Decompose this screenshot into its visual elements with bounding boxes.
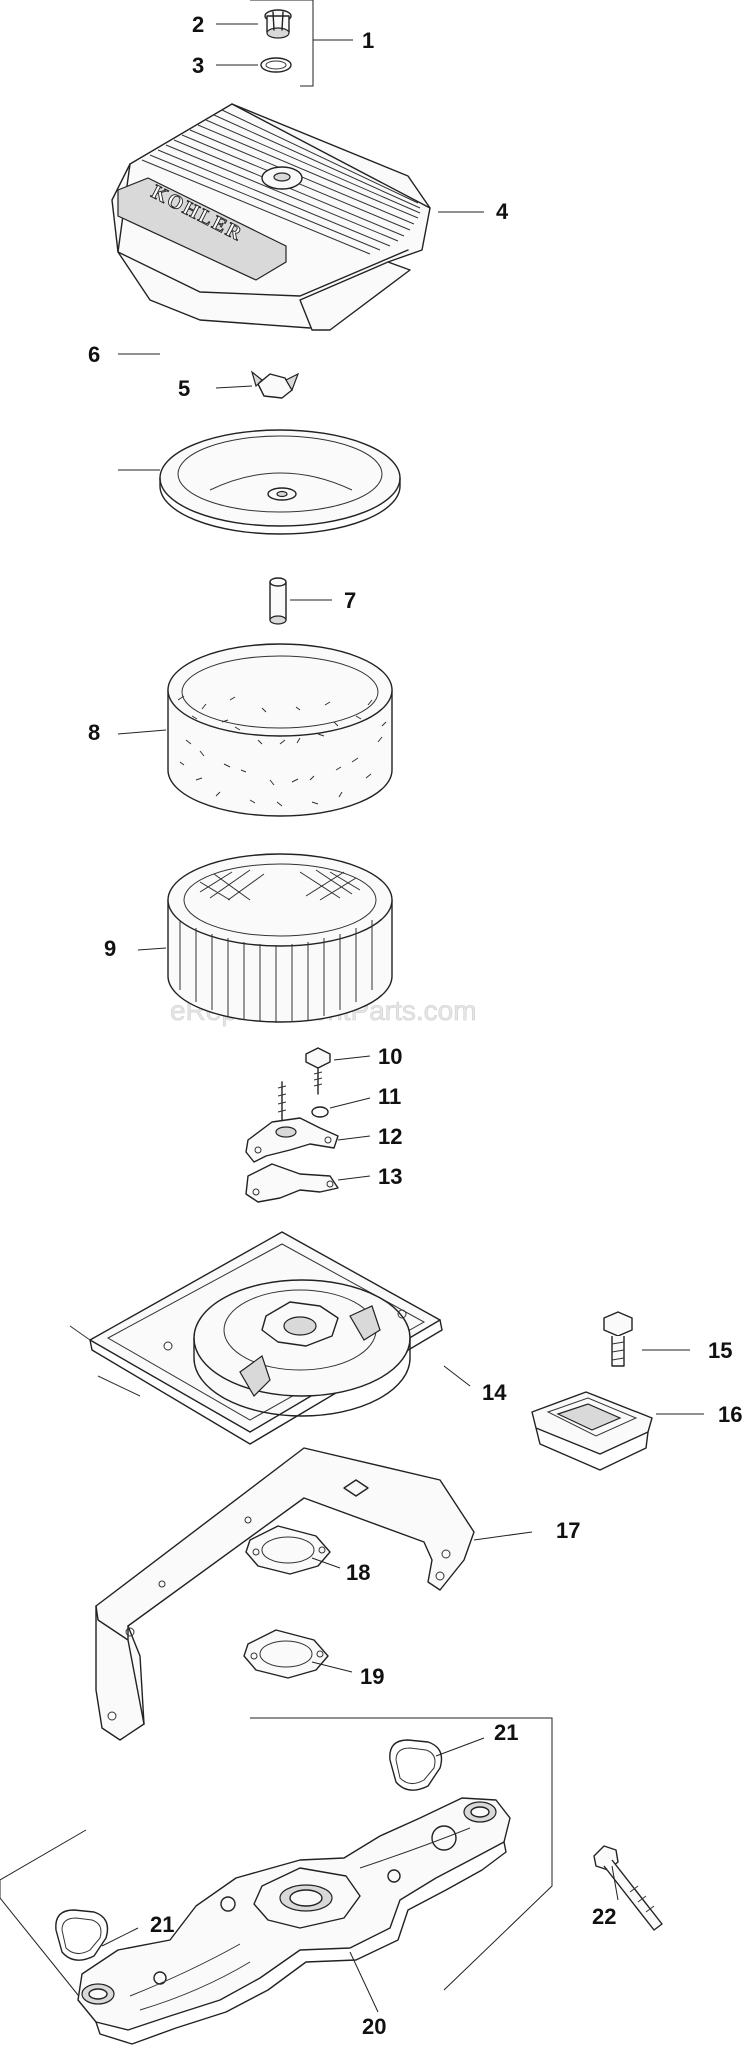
- callout-11: 11: [378, 1084, 401, 1109]
- callout-9: 9: [104, 936, 116, 961]
- leader-lines: [101, 23, 704, 2013]
- callout-7: 7: [344, 588, 356, 613]
- part-bolt: [603, 1311, 633, 1367]
- callout-3: 3: [192, 53, 204, 78]
- callout-bracket-1: [250, 0, 353, 87]
- callout-19: 19: [360, 1664, 384, 1689]
- part-wing-nut: [250, 370, 300, 399]
- callout-6: 6: [88, 342, 100, 367]
- callout-12: 12: [378, 1124, 402, 1149]
- callout-1: 1: [362, 28, 374, 53]
- part-spacer: [269, 577, 287, 625]
- callout-18: 18: [346, 1560, 370, 1585]
- part-o-ring-left: [55, 1909, 109, 1961]
- callout-10: 10: [378, 1044, 402, 1069]
- callout-20: 20: [362, 2014, 386, 2039]
- part-pre-cleaner: [167, 643, 393, 817]
- callout-15: 15: [708, 1338, 732, 1363]
- callout-numbers: 2 1 3 4 5 6 7 8 9 10 11 12 13 14 15 16 1…: [88, 12, 742, 2039]
- part-air-cleaner-base: [69, 1231, 443, 1445]
- callout-14: 14: [482, 1380, 507, 1405]
- part-washer: [311, 1106, 329, 1118]
- part-screw: [305, 1047, 331, 1095]
- callout-8: 8: [88, 720, 100, 745]
- part-knob: [264, 9, 292, 39]
- part-gasket-upper: [245, 1525, 331, 1575]
- part-manifold-bolt: [593, 1845, 663, 1931]
- part-o-ring: [260, 57, 292, 73]
- part-breather-box: [531, 1391, 653, 1471]
- part-intake-manifold: [77, 1797, 511, 2045]
- callout-22: 22: [592, 1904, 616, 1929]
- callout-13: 13: [378, 1164, 402, 1189]
- callout-21-right: 21: [494, 1720, 518, 1745]
- part-element-cover: [159, 429, 401, 535]
- callout-21-left: 21: [150, 1912, 174, 1937]
- part-bracket-gasket: [245, 1163, 339, 1203]
- callout-16: 16: [718, 1402, 742, 1427]
- part-gasket-lower: [243, 1629, 329, 1679]
- callout-4: 4: [496, 199, 509, 224]
- part-air-filter-element: [167, 853, 393, 1023]
- callout-5: 5: [178, 376, 190, 401]
- part-air-cleaner-cover: KOHLER: [111, 103, 431, 331]
- callout-bracket-20: [0, 1717, 553, 2001]
- part-mounting-bracket: [95, 1447, 475, 1741]
- callout-2: 2: [192, 12, 204, 37]
- callout-17: 17: [556, 1518, 580, 1543]
- part-element-bracket: [245, 1081, 339, 1163]
- part-o-ring-right: [389, 1739, 443, 1791]
